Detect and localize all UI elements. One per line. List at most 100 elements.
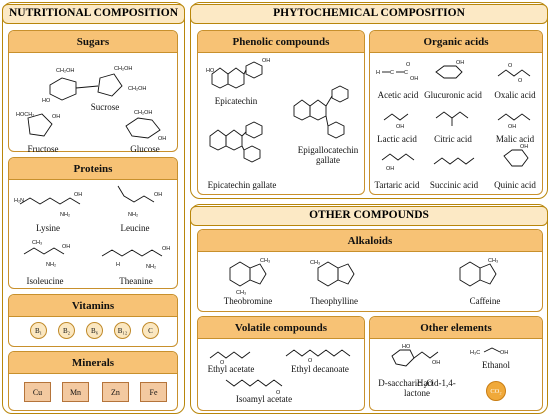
epicatechin-structure: HO OH <box>206 58 270 89</box>
svg-text:CH₃: CH₃ <box>236 290 246 296</box>
acid-label-quinic: Quinic acid <box>494 180 536 190</box>
svg-text:CH₂OH: CH₂OH <box>56 68 74 74</box>
svg-text:OH: OH <box>162 246 170 252</box>
volatile-label-isoamyl-acetate: Isoamyl acetate <box>235 394 293 404</box>
theanine-structure: H NH₂ OH <box>101 246 170 270</box>
nutritional-title: NUTRITIONAL COMPOSITION <box>2 4 185 24</box>
sugars-section: Sugars <box>8 30 178 152</box>
sugar-label-glucose: Glucose <box>130 144 160 154</box>
svg-text:OH: OH <box>410 76 418 82</box>
svg-text:H: H <box>116 262 120 268</box>
sucrose-structure: CH₂OH CH₂OH CH₂OH HO <box>42 66 146 104</box>
mineral-zn-badge: Zn <box>102 382 129 402</box>
svg-text:NH₂: NH₂ <box>60 212 70 218</box>
svg-text:HO: HO <box>206 68 215 74</box>
acid-label-succinic: Succinic acid <box>429 180 479 190</box>
acid-label-glucuronic: Glucuronic acid <box>424 90 482 100</box>
svg-text:CH₂OH: CH₂OH <box>134 110 152 116</box>
volatile-label-ethyl-acetate: Ethyl acetate <box>207 364 255 374</box>
svg-text:H₂N: H₂N <box>14 198 24 204</box>
caffeine-structure: CH₃ <box>459 258 498 287</box>
theobromine-structure: CH₃ CH₃ <box>229 258 270 296</box>
sugar-label-sucrose: Sucrose <box>90 102 120 112</box>
acid-label-acetic: Acetic acid <box>377 90 419 100</box>
oxalic-acid-structure: OO <box>497 63 531 84</box>
svg-text:OH: OH <box>500 350 508 356</box>
phenolic-label-epicatechin: Epicatechin <box>214 96 258 106</box>
alkaloids-section: Alkaloids <box>197 229 543 312</box>
vitamin-c-badge: C <box>142 322 159 339</box>
element-label-ethanol: Ethanol <box>482 360 510 370</box>
svg-text:O: O <box>508 63 513 69</box>
svg-text:OH: OH <box>52 114 60 120</box>
svg-text:CH₃: CH₃ <box>260 258 270 264</box>
organic-acids-section: Organic acids <box>369 30 543 195</box>
svg-text:HO: HO <box>42 98 51 104</box>
mineral-cu-badge: Cu <box>24 382 51 402</box>
vitamin-b12-badge: B₁₂ <box>114 322 131 339</box>
svg-text:OH: OH <box>520 144 528 150</box>
co2-badge: CO₂ <box>486 381 506 401</box>
epigallocatechin-gallate-structure <box>293 85 349 139</box>
svg-text:OH: OH <box>508 124 516 130</box>
phenolic-label-epicatechin-gallate: Epicatechin gallate <box>207 180 277 190</box>
phenolic-section: Phenolic compounds <box>197 30 365 195</box>
element-label-saccharolactone: D-saccharic acid-1,4-lactone <box>378 378 456 398</box>
other-elements-section: Other elements <box>369 316 543 411</box>
svg-text:OH: OH <box>154 192 162 198</box>
alkaloids-title: Alkaloids <box>198 230 542 252</box>
svg-text:H₃C: H₃C <box>470 350 480 356</box>
alkaloid-label-theobromine: Theobromine <box>223 296 273 306</box>
svg-text:C: C <box>404 70 408 76</box>
theophylline-structure: CH₃ <box>310 260 355 287</box>
mineral-fe-badge: Fe <box>140 382 167 402</box>
phenolic-title: Phenolic compounds <box>198 31 364 53</box>
vitamins-title: Vitamins <box>9 295 177 317</box>
svg-text:NH₂: NH₂ <box>146 264 156 270</box>
volatile-label-ethyl-decanoate: Ethyl decanoate <box>291 364 349 374</box>
vitamin-b1-badge: B₁ <box>30 322 47 339</box>
proteins-section: Proteins <box>8 157 178 289</box>
svg-text:OH: OH <box>456 60 464 66</box>
malic-acid-structure: OH <box>497 113 531 130</box>
svg-text:O: O <box>276 390 281 396</box>
acid-label-lactic: Lactic acid <box>377 134 417 144</box>
acid-label-malic: Malic acid <box>495 134 535 144</box>
svg-text:OH: OH <box>62 244 70 250</box>
svg-text:O: O <box>308 358 313 364</box>
volatile-title: Volatile compounds <box>198 317 364 339</box>
svg-text:H: H <box>376 70 380 76</box>
svg-text:CH₂OH: CH₂OH <box>114 66 132 72</box>
citric-acid-structure <box>435 111 469 126</box>
protein-label-isoleucine: Isoleucine <box>26 276 64 286</box>
svg-text:OH: OH <box>262 58 270 64</box>
ethyl-acetate-structure: O <box>209 351 251 366</box>
alkaloid-label-theophylline: Theophylline <box>310 296 358 306</box>
svg-text:CH₃: CH₃ <box>32 240 42 246</box>
phenolic-label-epigallocatechin-gallate: Epigallocatechin gallate <box>297 145 359 165</box>
proteins-title: Proteins <box>9 158 177 180</box>
svg-text:CH₃: CH₃ <box>488 258 498 264</box>
svg-text:C: C <box>390 70 394 76</box>
other-elements-title: Other elements <box>370 317 542 339</box>
vitamin-b2-badge: B₂ <box>58 322 75 339</box>
protein-label-leucine: Leucine <box>120 223 150 233</box>
volatile-section: Volatile compounds <box>197 316 365 411</box>
ethanol-structure: H₃C OH <box>470 347 508 356</box>
ethyl-decanoate-structure: O <box>285 349 351 364</box>
svg-text:CH₂OH: CH₂OH <box>128 86 146 92</box>
svg-text:O: O <box>406 62 411 68</box>
element-label-water: H₂O <box>416 378 434 388</box>
other-title: OTHER COMPOUNDS <box>190 206 548 226</box>
vitamin-b6-badge: B₆ <box>86 322 103 339</box>
isoamyl-acetate-structure: O <box>225 379 283 396</box>
svg-text:O: O <box>220 360 225 366</box>
mineral-mn-badge: Mn <box>62 382 89 402</box>
minerals-section: Minerals <box>8 351 178 411</box>
